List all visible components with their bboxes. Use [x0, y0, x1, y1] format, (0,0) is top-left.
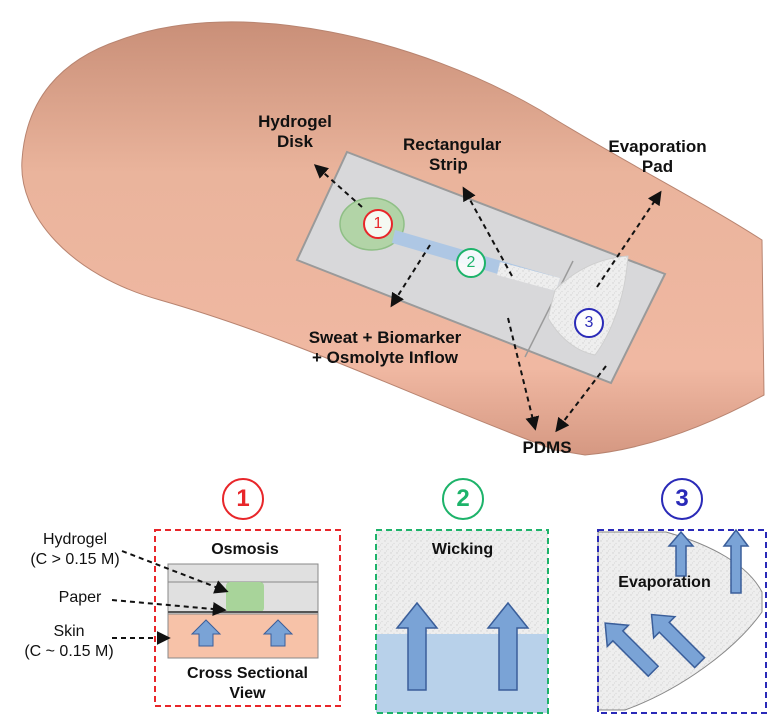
evaporation-arrow	[604, 622, 660, 678]
marker-2: 2	[456, 248, 486, 278]
label-pdms: PDMS	[522, 438, 572, 457]
label-hydrogel-disk: Hydrogel Disk	[258, 112, 332, 151]
skin-layer	[167, 613, 319, 659]
label-paper: Paper	[58, 589, 102, 606]
panel-1-number: 1	[222, 478, 264, 520]
evaporation-arrow	[722, 528, 750, 594]
panel-1-caption: Cross Sectional View	[187, 665, 308, 702]
label-rectangular-strip: Rectangular Strip	[403, 135, 502, 174]
panel-3-number: 3	[661, 478, 703, 520]
hydrogel-block	[226, 582, 264, 612]
wicking-arrow	[486, 601, 530, 691]
marker-3: 3	[574, 308, 604, 338]
label-evaporation-pad: Evaporation Pad	[608, 137, 707, 176]
water-front	[376, 634, 548, 713]
evaporation-pad	[547, 255, 629, 356]
panel-2-number: 2	[442, 478, 484, 520]
label-inflow: Sweat + Biomarker + Osmolyte Inflow	[308, 328, 462, 367]
marker-1: 1	[363, 209, 393, 239]
label-skin: Skin (C ~ 0.15 M)	[24, 623, 114, 660]
panel-3	[597, 528, 767, 714]
evaporation-arrow	[650, 613, 706, 669]
panel-1	[111, 529, 341, 707]
evaporation-arrow	[667, 530, 695, 577]
label-hydrogel: Hydrogel (C > 0.15 M)	[30, 531, 120, 568]
wicking-arrow	[395, 601, 439, 691]
panel-1-title: Osmosis	[211, 541, 279, 558]
panel-3-title: Evaporation	[618, 574, 711, 591]
panel-2-title: Wicking	[431, 541, 494, 558]
panel-2	[375, 529, 549, 714]
